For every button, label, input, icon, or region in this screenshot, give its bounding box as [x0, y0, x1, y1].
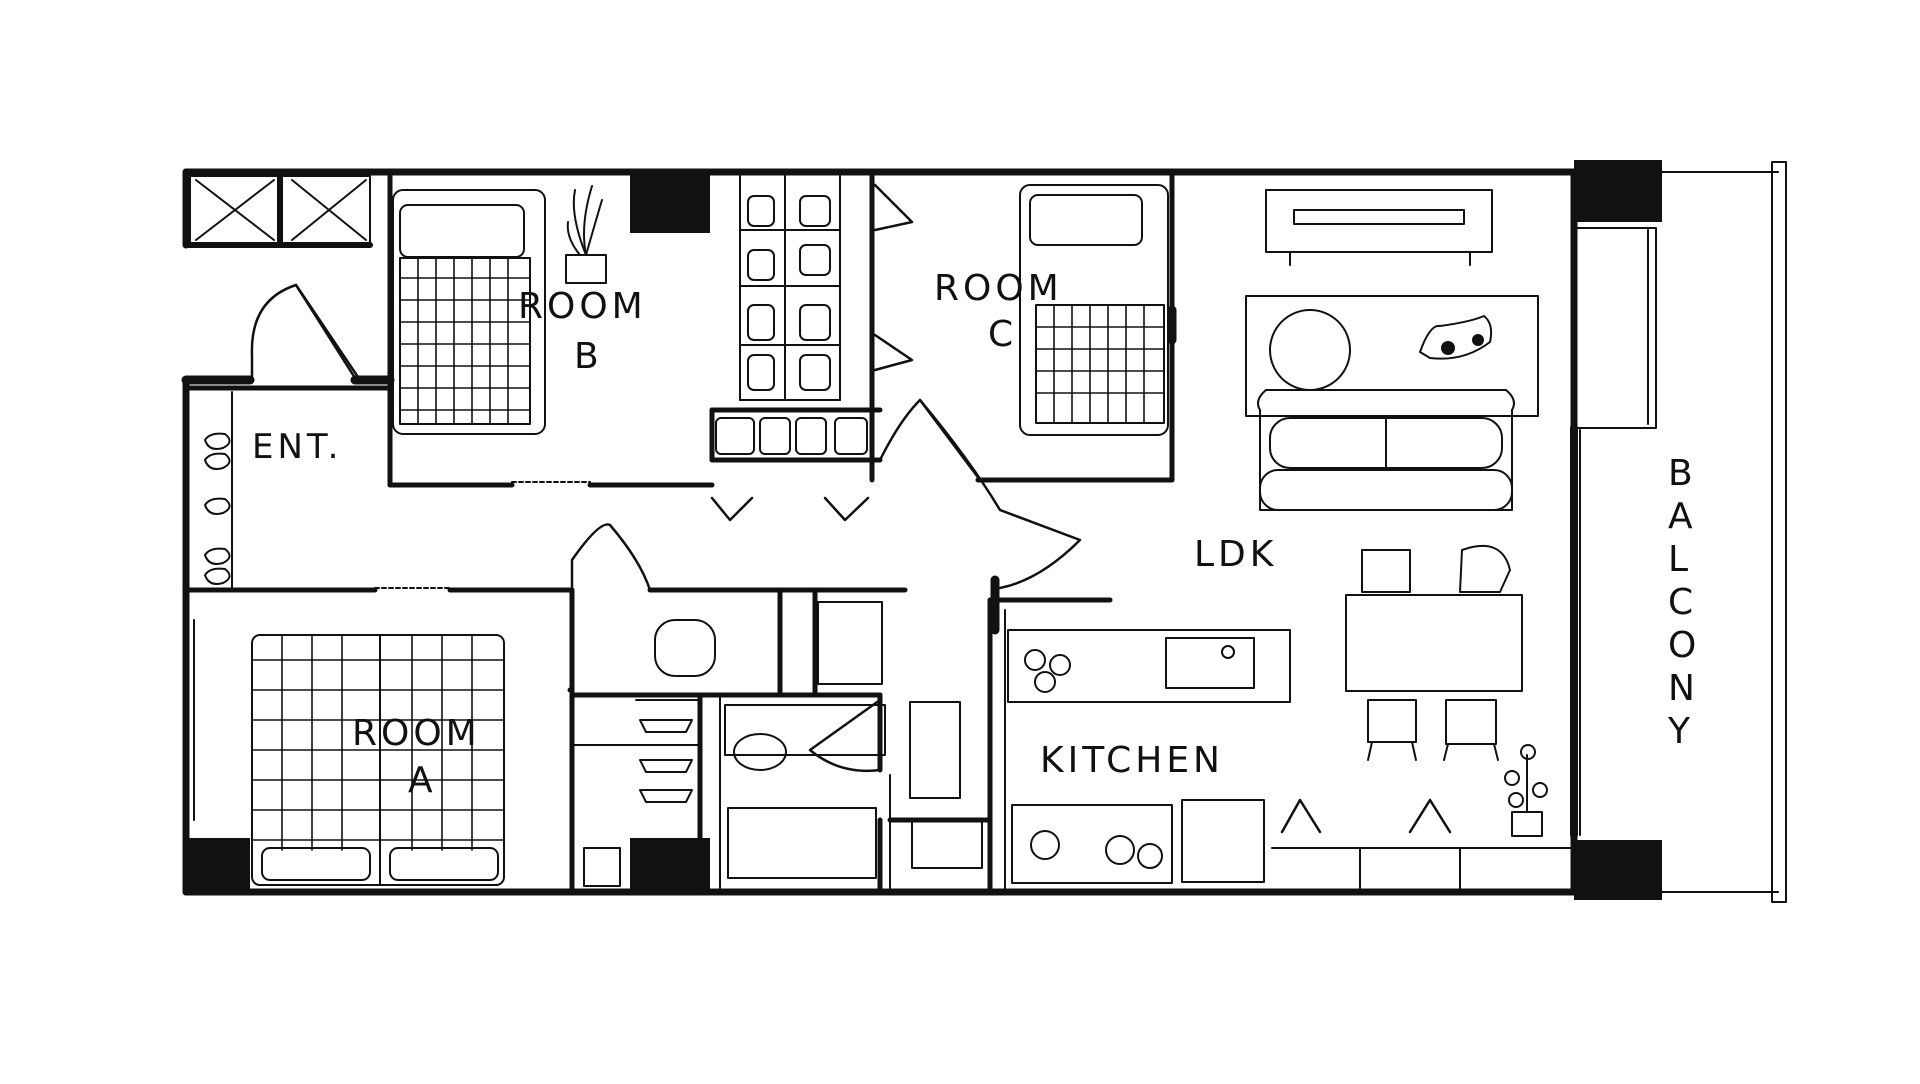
room-a-label: ROOM	[352, 713, 481, 754]
room-c-bed	[1019, 184, 1169, 436]
ldk-label: LDK	[1194, 534, 1277, 575]
balcony-letter-5: N	[1668, 668, 1699, 709]
entrance-label: ENT.	[252, 427, 342, 467]
tv-console	[1265, 189, 1493, 266]
closet	[183, 173, 373, 248]
plant-icon	[1504, 744, 1548, 837]
room-labels: ROOM B ROOM C ROOM A ENT. LDK KITCHEN B …	[252, 268, 1700, 801]
balcony	[1570, 161, 1787, 903]
doors	[250, 183, 1452, 834]
kitchen-counter	[1007, 629, 1291, 703]
room-b-label: ROOM	[518, 286, 647, 327]
wardrobe	[583, 699, 701, 887]
plant-icon	[565, 185, 607, 284]
balcony-label: B A L C O N Y	[1667, 453, 1700, 752]
balcony-letter-3: C	[1668, 582, 1697, 623]
room-b-letter: B	[574, 336, 603, 377]
structural-columns	[186, 160, 1662, 900]
room-c-letter: C	[988, 314, 1017, 355]
shoe-rack	[204, 432, 231, 585]
bathroom-fixtures	[654, 601, 983, 879]
outer-walls	[182, 168, 1578, 896]
balcony-letter-4: O	[1668, 625, 1700, 666]
sofa	[1257, 389, 1515, 511]
kitchen-appliances	[1011, 799, 1265, 884]
balcony-letter-2: L	[1668, 539, 1692, 580]
dining-set	[1345, 545, 1523, 761]
rug	[1245, 295, 1539, 417]
balcony-letter-6: Y	[1667, 711, 1694, 752]
room-b-bed	[392, 189, 546, 435]
room-c-label: ROOM	[934, 268, 1063, 309]
balcony-letter-0: B	[1668, 453, 1697, 494]
room-a-bed	[251, 634, 505, 886]
interior-walls	[181, 173, 1575, 895]
room-a-letter: A	[408, 760, 437, 801]
kitchen-label: KITCHEN	[1040, 740, 1224, 781]
balcony-letter-1: A	[1668, 496, 1697, 537]
closet-shelf-items	[715, 195, 868, 455]
